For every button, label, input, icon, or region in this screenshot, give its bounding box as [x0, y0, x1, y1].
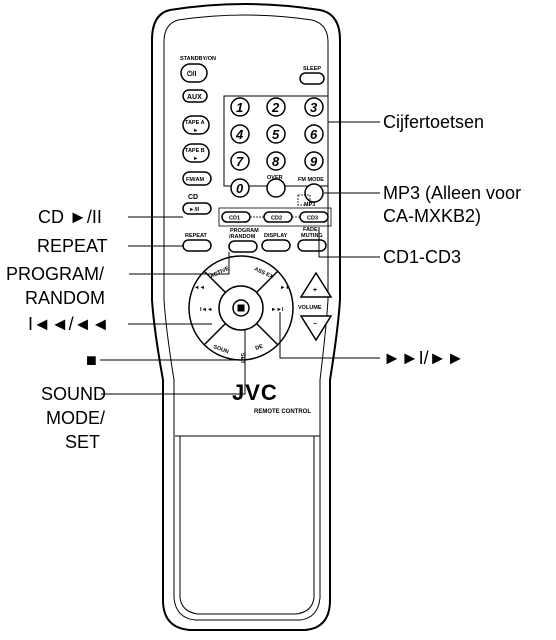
rewind-icon: ◄◄	[194, 285, 205, 291]
svg-text:9: 9	[310, 154, 318, 169]
program-label: PROGRAM	[230, 228, 259, 234]
fade-label: FADE	[303, 227, 318, 233]
callout-program-line2: RANDOM	[25, 288, 105, 308]
tape-b-button[interactable]: TAPE B ►	[182, 143, 210, 163]
tape-a-play-icon: ►	[193, 128, 198, 134]
svg-text:8: 8	[272, 154, 280, 169]
tape-a-label: TAPE A	[185, 120, 205, 126]
svg-text:CD2: CD2	[271, 216, 282, 222]
volume-down-button[interactable]: −	[299, 315, 333, 342]
svg-text:3: 3	[310, 100, 318, 115]
stop-button[interactable]	[232, 299, 250, 317]
set-label: SET	[239, 353, 245, 364]
callout-lines	[100, 121, 380, 395]
mp3-button[interactable]	[304, 183, 324, 203]
callout-cijfertoetsen: Cijfertoetsen	[383, 112, 484, 132]
svg-text:+: +	[313, 287, 317, 294]
callout-mp3-line2: CA-MXKB2)	[383, 206, 481, 226]
stop-icon	[237, 304, 245, 312]
key-4[interactable]: 4	[230, 124, 250, 144]
fm-am-label: FM/AM	[186, 177, 204, 183]
over-button[interactable]	[266, 178, 286, 198]
key-0[interactable]: 0	[230, 178, 250, 198]
callout-cd-play: CD ►/II	[38, 207, 102, 227]
repeat-button[interactable]	[182, 239, 212, 252]
svg-text:6: 6	[310, 127, 318, 142]
svg-text:5: 5	[272, 127, 280, 142]
callout-program-line1: PROGRAM/	[6, 264, 104, 284]
svg-text:7: 7	[236, 154, 244, 169]
callout-cd1-cd3: CD1-CD3	[383, 247, 461, 267]
key-8[interactable]: 8	[266, 151, 286, 171]
key-3[interactable]: 3	[304, 97, 324, 117]
jvc-logo: JVC	[232, 380, 278, 405]
aux-label: AUX	[187, 94, 202, 101]
standby-label: STANDBY/ON	[180, 56, 216, 62]
cd-label: CD	[188, 194, 198, 201]
fm-mode-label: FM MODE	[298, 177, 324, 183]
repeat-label: REPEAT	[185, 233, 208, 239]
callout-stop: ■	[86, 350, 97, 370]
standby-button[interactable]: ⏻/I	[180, 63, 208, 83]
play-pause-icon: ►/II	[189, 207, 199, 213]
sound-label: SOUN	[212, 344, 229, 355]
svg-text:CD1: CD1	[229, 216, 240, 222]
display-label: DISPLAY	[264, 233, 288, 239]
key-6[interactable]: 6	[304, 124, 324, 144]
sleep-label: SLEEP	[303, 66, 321, 72]
over-label: OVER	[267, 175, 283, 181]
tape-b-label: TAPE B	[185, 148, 205, 154]
callout-sound-line2: MODE/	[46, 408, 105, 428]
display-button[interactable]	[261, 239, 291, 252]
cd1-button[interactable]: CD1	[221, 211, 251, 223]
svg-text:0: 0	[236, 181, 244, 196]
key-7[interactable]: 7	[230, 151, 250, 171]
power-icon: ⏻/I	[187, 70, 196, 78]
cd-row-frame	[218, 207, 332, 227]
svg-text:−: −	[313, 321, 317, 328]
random-label: /RANDOM	[229, 234, 256, 240]
cd-play-pause-button[interactable]: ►/II	[182, 202, 212, 215]
mp3-bracket	[297, 194, 311, 206]
tape-b-play-icon: ►	[193, 156, 198, 162]
cd3-button[interactable]: CD3	[299, 211, 329, 223]
callout-mp3-line1: MP3 (Alleen voor	[383, 183, 521, 203]
svg-text:2: 2	[271, 100, 280, 115]
fade-muting-button[interactable]	[297, 239, 327, 252]
key-2[interactable]: 2	[266, 97, 286, 117]
sleep-button[interactable]	[299, 72, 325, 85]
cd2-button[interactable]: CD2	[263, 211, 293, 223]
de-label: DE	[255, 344, 265, 352]
aux-button[interactable]: AUX	[182, 89, 208, 103]
callout-skip-back: I◄◄/◄◄	[28, 314, 109, 334]
fm-am-button[interactable]: FM/AM	[182, 171, 212, 186]
volume-label: VOLUME	[298, 305, 322, 311]
volume-up-button[interactable]: +	[299, 271, 333, 298]
callout-repeat: REPEAT	[37, 236, 108, 256]
tape-a-button[interactable]: TAPE A ►	[182, 115, 210, 135]
callout-sound-line3: SET	[65, 432, 100, 452]
svg-text:4: 4	[235, 127, 244, 142]
key-9[interactable]: 9	[304, 151, 324, 171]
muting-label: MUTING	[301, 233, 323, 239]
mp3-label: MP3	[304, 202, 315, 208]
key-5[interactable]: 5	[266, 124, 286, 144]
svg-text:CD3: CD3	[307, 216, 318, 222]
callout-skip-forward: ►►I/►►	[383, 348, 464, 368]
program-random-button[interactable]	[228, 240, 258, 253]
callout-sound-line1: SOUND	[41, 384, 106, 404]
svg-text:1: 1	[236, 100, 243, 115]
fast-forward-icon: ►►	[280, 285, 291, 291]
remote-control-label: REMOTE CONTROL	[254, 409, 311, 415]
key-1[interactable]: 1	[230, 97, 250, 117]
skip-forward-icon[interactable]: ►►I	[271, 307, 284, 313]
skip-back-icon[interactable]: I◄◄	[200, 307, 212, 313]
